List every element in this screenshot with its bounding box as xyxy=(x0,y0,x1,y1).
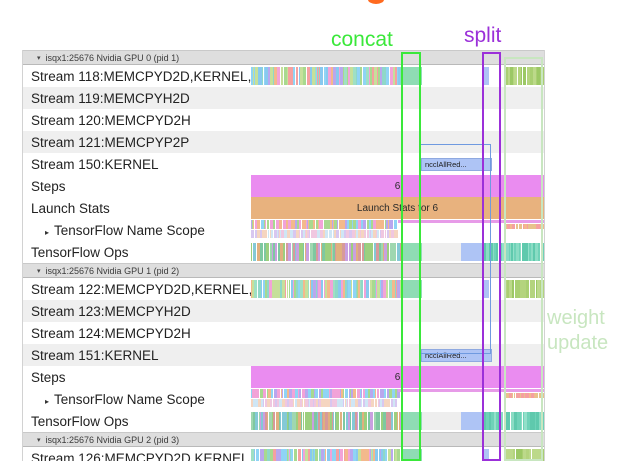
chevron-down-icon[interactable]: ▾ xyxy=(37,267,41,275)
trace-track[interactable] xyxy=(251,410,544,432)
trace-track[interactable] xyxy=(251,300,544,322)
trace-row[interactable]: Steps 6 xyxy=(23,366,544,388)
trace-track[interactable] xyxy=(251,131,544,153)
trace-row-label-text: TensorFlow Name Scope xyxy=(54,222,205,238)
trace-track[interactable] xyxy=(251,278,544,300)
annotation-weight-update-line2: update xyxy=(547,332,609,354)
trace-track[interactable] xyxy=(251,388,544,410)
trace-row-label[interactable]: Stream 122:MEMCPYD2D,KERNEL,MI xyxy=(23,281,251,297)
trace-group-label: isqx1:25676 Nvidia GPU 1 (pid 2) xyxy=(45,265,180,276)
trace-row-label-text: Steps xyxy=(31,178,66,194)
trace-row-label-text: Stream 120:MEMCPYD2H xyxy=(31,112,191,128)
trace-track[interactable]: Launch Stats for 6 xyxy=(251,197,544,219)
trace-track[interactable]: 6 xyxy=(251,175,544,197)
trace-row[interactable]: ▸ TensorFlow Name Scope xyxy=(23,388,544,410)
trace-row[interactable]: Launch Stats Launch Stats for 6 xyxy=(23,197,544,219)
nccl-allreduce-chip[interactable]: ncclAllRed... xyxy=(421,158,492,171)
trace-row-label[interactable]: Stream 123:MEMCPYH2D xyxy=(23,303,251,319)
trace-row[interactable]: TensorFlow Ops xyxy=(23,410,544,432)
trace-viewer-panel[interactable]: ▾ isqx1:25676 Nvidia GPU 0 (pid 1) Stream … xyxy=(22,50,545,461)
trace-row-label[interactable]: Stream 151:KERNEL xyxy=(23,347,251,363)
trace-row[interactable]: Stream 118:MEMCPYD2D,KERNEL,ME xyxy=(23,65,544,87)
trace-track[interactable] xyxy=(251,65,544,87)
trace-row[interactable]: ▸ TensorFlow Name Scope xyxy=(23,219,544,241)
trace-track[interactable] xyxy=(251,241,544,263)
trace-row-label[interactable]: Stream 121:MEMCPYP2P xyxy=(23,134,251,150)
trace-row-label[interactable]: Launch Stats xyxy=(23,200,251,216)
trace-track[interactable] xyxy=(251,87,544,109)
trace-row[interactable]: Stream 120:MEMCPYD2H xyxy=(23,109,544,131)
chevron-right-icon[interactable]: ▸ xyxy=(45,396,50,406)
trace-track[interactable] xyxy=(251,219,544,241)
trace-row-label[interactable]: ▸ TensorFlow Name Scope xyxy=(23,222,251,238)
trace-track[interactable] xyxy=(251,109,544,131)
trace-row-label[interactable]: Steps xyxy=(23,369,251,385)
annotation-weight-update: weight update xyxy=(547,306,608,356)
trace-row-label[interactable]: Stream 120:MEMCPYD2H xyxy=(23,112,251,128)
annotation-concat: concat xyxy=(331,28,393,51)
trace-group-label: isqx1:25676 Nvidia GPU 2 (pid 3) xyxy=(45,434,180,445)
trace-row[interactable]: Stream 151:KERNEL ncclAllRed... xyxy=(23,344,544,366)
chevron-down-icon[interactable]: ▾ xyxy=(37,54,41,62)
trace-row-label-text: Stream 119:MEMCPYH2D xyxy=(31,90,190,106)
trace-row[interactable]: Steps 6 xyxy=(23,175,544,197)
trace-row-label[interactable]: Steps xyxy=(23,178,251,194)
chevron-down-icon[interactable]: ▾ xyxy=(37,436,41,444)
trace-row[interactable]: Stream 126:MEMCPYD2D,KERNEL,MI xyxy=(23,447,544,461)
orange-marker-icon xyxy=(368,0,384,4)
trace-track[interactable] xyxy=(251,322,544,344)
chevron-right-icon[interactable]: ▸ xyxy=(45,227,50,237)
trace-row[interactable]: Stream 150:KERNEL ncclAllRed... xyxy=(23,153,544,175)
trace-row[interactable]: Stream 122:MEMCPYD2D,KERNEL,MI xyxy=(23,278,544,300)
trace-group-header[interactable]: ▾ isqx1:25676 Nvidia GPU 1 (pid 2) xyxy=(23,263,544,278)
trace-row[interactable]: Stream 119:MEMCPYH2D xyxy=(23,87,544,109)
trace-row[interactable]: Stream 121:MEMCPYP2P xyxy=(23,131,544,153)
annotation-weight-update-line1: weight xyxy=(547,307,605,329)
trace-row-label-text: Stream 121:MEMCPYP2P xyxy=(31,134,190,150)
trace-group-header[interactable]: ▾ isqx1:25676 Nvidia GPU 2 (pid 3) xyxy=(23,432,544,447)
steps-bar[interactable]: 6 xyxy=(251,366,544,388)
trace-row-label-text: Launch Stats xyxy=(31,200,110,216)
trace-row-label-text: Stream 151:KERNEL xyxy=(31,347,159,363)
trace-group-label: isqx1:25676 Nvidia GPU 0 (pid 1) xyxy=(45,52,180,63)
trace-row-label-text: Stream 122:MEMCPYD2D,KERNEL,MI xyxy=(31,281,251,297)
nccl-allreduce-chip[interactable]: ncclAllRed... xyxy=(421,349,492,362)
trace-row-label[interactable]: ▸ TensorFlow Name Scope xyxy=(23,391,251,407)
trace-row-label[interactable]: Stream 119:MEMCPYH2D xyxy=(23,90,251,106)
trace-row-label-text: TensorFlow Name Scope xyxy=(54,391,205,407)
annotation-split: split xyxy=(464,24,502,47)
trace-row[interactable]: Stream 124:MEMCPYD2H xyxy=(23,322,544,344)
trace-row-label[interactable]: Stream 126:MEMCPYD2D,KERNEL,MI xyxy=(23,450,251,461)
trace-row-label[interactable]: Stream 150:KERNEL xyxy=(23,156,251,172)
trace-row-label[interactable]: TensorFlow Ops xyxy=(23,244,251,260)
trace-track[interactable] xyxy=(251,447,544,461)
trace-group-header[interactable]: ▾ isqx1:25676 Nvidia GPU 0 (pid 1) xyxy=(23,50,544,65)
trace-row[interactable]: Stream 123:MEMCPYH2D xyxy=(23,300,544,322)
trace-row[interactable]: TensorFlow Ops xyxy=(23,241,544,263)
trace-row-label-text: Stream 118:MEMCPYD2D,KERNEL,ME xyxy=(31,68,251,84)
trace-track[interactable]: 6 xyxy=(251,366,544,388)
trace-row-label-text: Stream 123:MEMCPYH2D xyxy=(31,303,191,319)
trace-row-label[interactable]: TensorFlow Ops xyxy=(23,413,251,429)
launch-stats-bar[interactable]: Launch Stats for 6 xyxy=(251,197,544,219)
trace-track[interactable]: ncclAllRed... xyxy=(251,153,544,175)
trace-row-label[interactable]: Stream 124:MEMCPYD2H xyxy=(23,325,251,341)
trace-track[interactable]: ncclAllRed... xyxy=(251,344,544,366)
trace-row-label-text: Stream 124:MEMCPYD2H xyxy=(31,325,191,341)
trace-row-label-text: Stream 150:KERNEL xyxy=(31,156,159,172)
trace-row-label-text: Steps xyxy=(31,369,66,385)
trace-row-label-text: TensorFlow Ops xyxy=(31,244,129,260)
trace-row-label[interactable]: Stream 118:MEMCPYD2D,KERNEL,ME xyxy=(23,68,251,84)
trace-row-label-text: Stream 126:MEMCPYD2D,KERNEL,MI xyxy=(31,450,251,461)
trace-row-label-text: TensorFlow Ops xyxy=(31,413,129,429)
steps-bar[interactable]: 6 xyxy=(251,175,544,197)
